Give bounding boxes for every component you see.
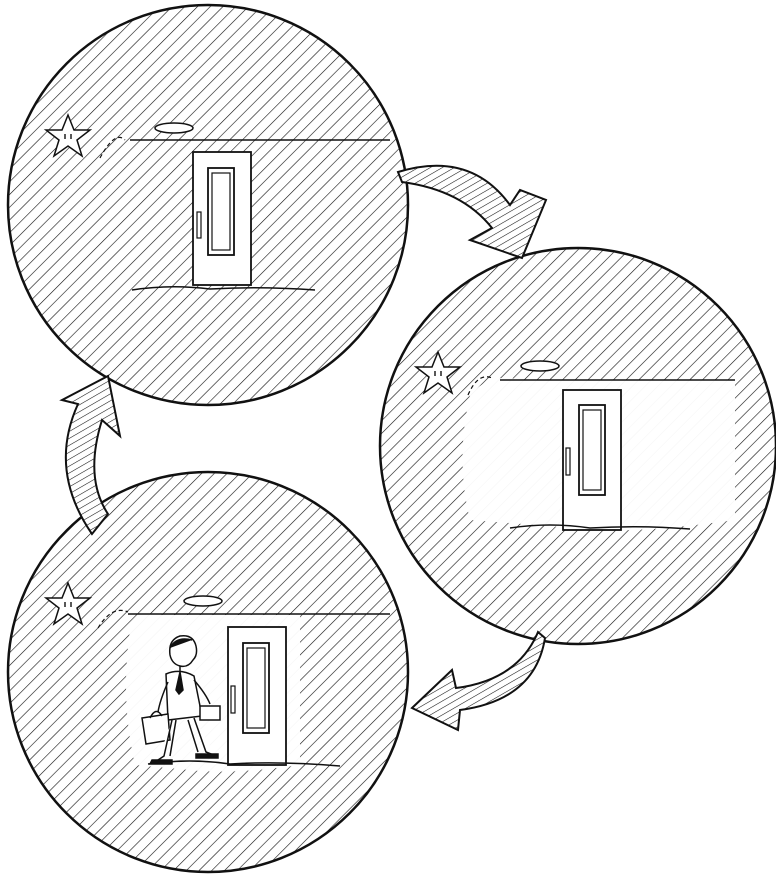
ceiling-light-icon xyxy=(184,596,222,606)
panel-top-left xyxy=(8,5,408,405)
ceiling-light-icon xyxy=(521,361,559,371)
ceiling-light-icon xyxy=(155,123,193,133)
cycle-arrow-icon xyxy=(412,632,545,730)
cycle-arrow-icon xyxy=(398,166,546,258)
door-icon xyxy=(563,390,621,530)
door-icon xyxy=(228,627,286,765)
door-icon xyxy=(193,152,251,285)
panel-right xyxy=(380,248,776,644)
panel-bottom-left xyxy=(8,472,408,872)
